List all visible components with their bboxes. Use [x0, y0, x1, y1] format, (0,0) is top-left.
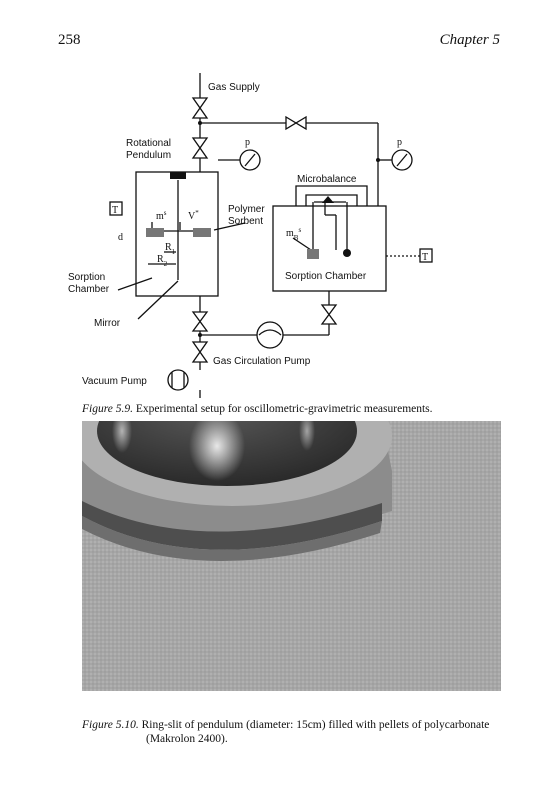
sorption-chamber-right-label: Sorption Chamber	[285, 271, 367, 282]
ring-slit-photo	[82, 421, 501, 691]
gas-supply-label: Gas Supply	[208, 82, 260, 93]
mirror-label: Mirror	[94, 318, 121, 329]
figure-5-10-caption: Figure 5.10. Ring-slit of pendulum (diam…	[82, 718, 502, 746]
sorption-chamber-left-label-line1: Sorption	[68, 272, 105, 283]
figure-5-10-label: Figure 5.10.	[82, 719, 139, 731]
figure-5-9-caption: Figure 5.9. Experimental setup for oscil…	[82, 402, 433, 416]
temperature-left-label: T	[112, 205, 118, 216]
distance-label: d	[118, 232, 123, 243]
radius-1-label: R1	[165, 242, 176, 256]
pressure-right-label: p	[397, 137, 402, 148]
pressure-left-label: p	[245, 137, 250, 148]
vacuum-pump-label: Vacuum Pump	[82, 376, 147, 387]
figure-5-10-text-line2: (Makrolon 2400).	[146, 733, 228, 745]
page-number: 258	[58, 32, 81, 48]
figure-5-9-text: Experimental setup for oscillometric-gra…	[135, 403, 433, 415]
sorbent-label: Sorbent	[228, 216, 263, 227]
experimental-setup-diagram: Gas Supply Rotational Pendulum p p Micro…	[68, 73, 433, 398]
polymer-label: Polymer	[228, 204, 265, 215]
figure-5-10-text-line1: Ring-slit of pendulum (diameter: 15cm) f…	[141, 719, 490, 731]
mass-balance-sorbent-label: mBs	[286, 226, 301, 242]
radius-2-label: R2	[157, 254, 168, 268]
gas-circulation-pump-label: Gas Circulation Pump	[213, 356, 311, 367]
temperature-right-label: T	[422, 252, 428, 263]
pendulum-label: Pendulum	[126, 150, 171, 161]
sorption-chamber-left-label-line2: Chamber	[68, 284, 110, 295]
volume-label: V*	[188, 209, 199, 222]
rotational-label: Rotational	[126, 138, 171, 149]
mass-sorbent-label: ms	[156, 209, 167, 222]
figure-5-9-label: Figure 5.9.	[82, 403, 133, 415]
chapter-title: Chapter 5	[439, 32, 500, 48]
microbalance-label: Microbalance	[297, 174, 357, 185]
